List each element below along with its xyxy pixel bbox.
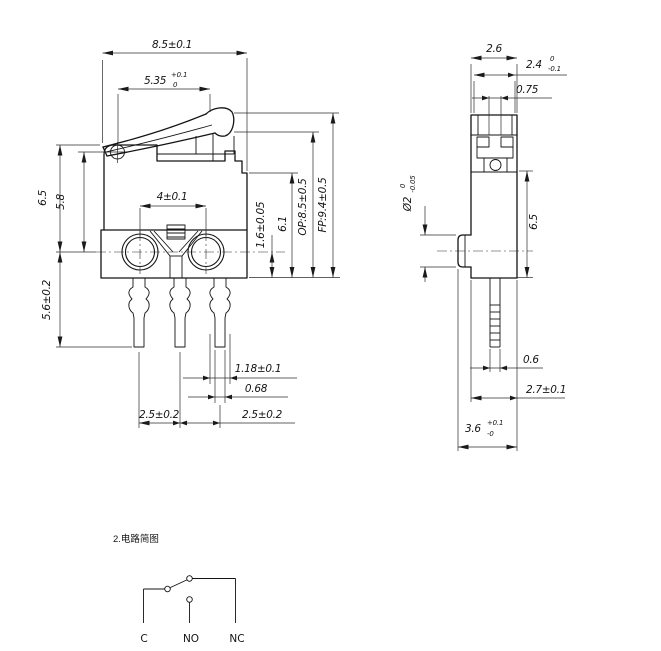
svg-text:+0.1: +0.1 — [487, 419, 503, 427]
dim-hole-spacing-label: 4±0.1 — [157, 191, 188, 203]
dim-boss-diameter-label: Ø2 0 -0.05 — [399, 175, 417, 212]
dim-side-body-height-label: 6.5 — [528, 213, 540, 229]
dim-body-width-label: 2.4 0 -0.1 — [526, 55, 561, 73]
svg-text:0: 0 — [173, 81, 178, 89]
side-pin — [489, 278, 501, 348]
dim-total-depth-label: 3.6 +0.1 -0 — [465, 419, 503, 438]
side-boss — [437, 234, 533, 268]
dim-total-width-label: 8.5±0.1 — [152, 39, 192, 51]
side-view: 2.6 2.4 0 -0.1 0.75 Ø2 0 -0.05 6.5 0.6 2… — [399, 43, 567, 451]
circuit-title: 2.电路简图 — [113, 533, 159, 545]
front-lever — [102, 107, 235, 157]
svg-text:3.6: 3.6 — [465, 423, 481, 435]
dim-cap-width-label: 2.6 — [486, 43, 502, 55]
dim-pin-pitch-right-label: 2.5±0.2 — [242, 409, 283, 421]
dim-body-depth-label: 2.7±0.1 — [526, 384, 566, 396]
front-pins — [128, 278, 231, 348]
svg-text:0: 0 — [550, 55, 555, 63]
dim-free-position-label: FP:9.4±0.5 — [317, 177, 329, 233]
dim-hole-to-centerline-label: 5.8 — [55, 193, 67, 209]
svg-text:-0: -0 — [487, 430, 494, 438]
dim-centerline-to-base-label: 1.6±0.05 — [255, 201, 267, 248]
terminal-label-common: C — [140, 633, 147, 645]
front-extension-lines — [56, 58, 340, 428]
front-plunger-housing — [157, 133, 235, 161]
dim-right-height-label: 6.1 — [277, 216, 289, 232]
dim-side-pin-width-label: 0.6 — [523, 354, 539, 366]
dim-pin-width-label: 1.18±0.1 — [235, 363, 281, 375]
dim-plunger-width-label: 0.75 — [516, 84, 539, 96]
svg-text:2.4: 2.4 — [526, 59, 542, 71]
dim-lever-length-label: 5.35 +0.1 0 — [144, 71, 187, 89]
dim-operating-position-label: OP:8.5±0.5 — [297, 178, 309, 236]
dim-pin-length-label: 5.6±0.2 — [41, 279, 53, 320]
dim-pin-tip-width-label: 0.68 — [245, 383, 268, 395]
svg-text:-0.1: -0.1 — [548, 65, 561, 73]
circuit-schematic — [143, 575, 236, 623]
circuit-diagram: 2.电路简图 C NO NC — [113, 533, 245, 645]
side-dimension-lines — [422, 55, 567, 450]
front-view: 8.5±0.1 5.35 +0.1 0 6.5 5.8 5.6±0.2 4±0.… — [37, 39, 340, 428]
terminal-label-normally-closed: NC — [229, 633, 244, 645]
side-cap-details — [476, 115, 514, 172]
svg-text:-0.05: -0.05 — [409, 175, 417, 193]
terminal-label-normally-open: NO — [183, 633, 199, 645]
side-body-outline — [470, 114, 518, 279]
dim-body-height-left-label: 6.5 — [37, 189, 49, 205]
front-dimension-lines — [57, 50, 336, 426]
dim-pin-pitch-left-label: 2.5±0.2 — [139, 409, 180, 421]
svg-text:Ø2: Ø2 — [402, 196, 414, 212]
svg-text:0: 0 — [399, 183, 407, 188]
svg-text:+0.1: +0.1 — [171, 71, 187, 79]
side-extension-lines — [420, 64, 533, 451]
svg-text:5.35: 5.35 — [144, 75, 167, 87]
